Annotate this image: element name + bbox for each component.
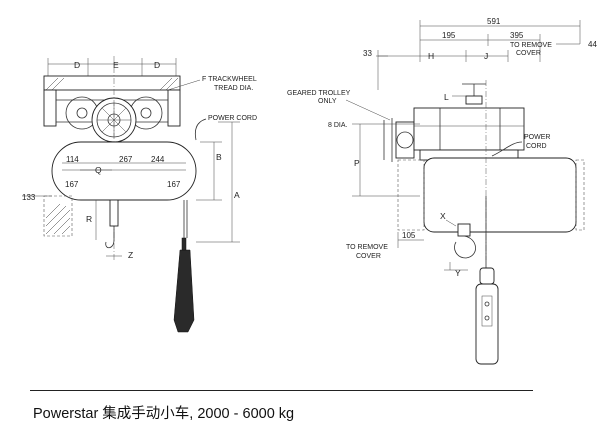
dim-label-z: Z	[128, 250, 133, 260]
dim-label-e: E	[113, 60, 119, 70]
label-remove-cover-bottom-1: TO REMOVE	[346, 244, 388, 251]
geared-trolley-wheel	[383, 118, 415, 162]
dim-label-p: P	[354, 158, 360, 168]
beam-hatching	[45, 77, 179, 91]
label-remove-cover-bottom-2: COVER	[356, 253, 381, 260]
label-geared-trolley-2: ONLY	[318, 98, 337, 105]
dim-label-l: L	[444, 92, 449, 102]
dim-133: 133	[22, 193, 36, 202]
label-8-dia: 8 DIA.	[328, 122, 348, 129]
dim-label-h: H	[428, 51, 434, 61]
dim-167-right: 167	[167, 180, 181, 189]
dim-114: 114	[66, 155, 79, 164]
label-power-cord-2: CORD	[526, 143, 547, 150]
hook-side: X Y	[440, 211, 476, 278]
dim-label-d-left: D	[74, 60, 80, 70]
caption-rule	[30, 390, 533, 391]
side-view: 591 195 395 TO REMOVE COVER 44 H J 33 L	[287, 17, 597, 365]
hoist-dimension-drawing: D E D F	[22, 17, 597, 365]
label-trackwheel-2: TREAD DIA.	[214, 85, 253, 92]
figure-caption: Powerstar 集成手动小车, 2000 - 6000 kg	[33, 406, 295, 422]
dim-label-a: A	[234, 190, 240, 200]
dim-label-b: B	[216, 152, 222, 162]
dim-591: 591	[487, 17, 501, 26]
dim-105: 105	[402, 231, 416, 240]
front-view: D E D F	[22, 56, 257, 333]
dim-267: 267	[119, 155, 133, 164]
label-remove-cover-top-1: TO REMOVE	[510, 42, 552, 49]
dim-33: 33	[363, 49, 372, 58]
label-remove-cover-top-2: COVER	[516, 50, 541, 57]
dim-label-d-right: D	[154, 60, 160, 70]
label-power-cord: POWER CORD	[208, 115, 257, 122]
dim-label-j: J	[484, 51, 488, 61]
dim-167-left: 167	[65, 180, 79, 189]
label-power-cord-1: POWER	[524, 134, 550, 141]
label-geared-trolley-1: GEARED TROLLEY	[287, 90, 351, 97]
dim-395: 395	[510, 31, 524, 40]
dim-195: 195	[442, 31, 456, 40]
pendant-side	[475, 267, 499, 365]
dim-244: 244	[151, 155, 165, 164]
dim-label-x: X	[440, 211, 446, 221]
dim-label-r: R	[86, 214, 92, 224]
hook: Z	[105, 199, 133, 260]
pendant-control	[173, 237, 195, 333]
chain-container	[43, 195, 73, 237]
dim-44: 44	[588, 40, 597, 49]
dim-label-y: Y	[455, 268, 461, 278]
label-trackwheel-1: F TRACKWHEEL	[202, 76, 257, 83]
